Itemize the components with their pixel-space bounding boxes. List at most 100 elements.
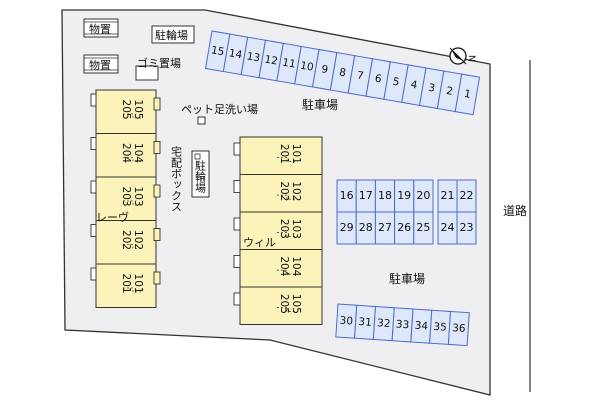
stair-marker — [90, 267, 97, 281]
parking-space-22: 22 — [456, 179, 477, 213]
building-left-name: レーヴ — [96, 210, 129, 224]
parking-space-13: 13 — [240, 36, 267, 79]
parking-space-number: 19 — [397, 189, 411, 202]
parking-space-number: 3 — [427, 82, 436, 95]
unit-number-upper: 202 — [278, 181, 290, 201]
parking-space-25: 25 — [413, 211, 434, 245]
bicycle-parking-vertical-label: 駐輪場 — [194, 159, 207, 194]
parking-space-28: 28 — [355, 211, 376, 245]
parking-space-20: 20 — [413, 179, 434, 213]
garbage-area: ゴミ置場 — [135, 56, 181, 81]
parking-space-number: 33 — [395, 318, 409, 331]
unit-number-upper: 205 — [120, 100, 132, 120]
unit-number-upper: 201 — [278, 144, 290, 164]
road-label: 道路 — [503, 203, 527, 218]
parking-space-31: 31 — [354, 304, 377, 340]
parking-space-29: 29 — [336, 211, 357, 245]
parking-space-number: 32 — [377, 317, 391, 330]
storage-shed-1: 物置 — [83, 18, 119, 38]
parking-space-18: 18 — [374, 179, 396, 213]
parking-space-24: 24 — [437, 211, 458, 245]
stair-marker — [90, 137, 97, 150]
unit-number-upper: 201 — [120, 274, 132, 294]
parking-space-number: 14 — [228, 47, 244, 61]
parking-space-number: 13 — [246, 50, 261, 64]
unit-number-lower: 104 — [290, 256, 302, 276]
unit-number-lower: 101 — [290, 144, 302, 164]
parking-space-1: 1 — [454, 73, 481, 116]
parking-space-number: 9 — [320, 63, 329, 76]
stair-marker — [90, 93, 97, 107]
parking-space-number: 35 — [433, 321, 447, 334]
parking-space-number: 12 — [264, 53, 279, 67]
parking-space-number: 34 — [414, 320, 428, 333]
parking-space-number: 36 — [452, 322, 466, 335]
parking-space-number: 6 — [374, 73, 383, 86]
unit-number-upper: 205 — [278, 294, 290, 314]
parking-space-number: 23 — [460, 221, 474, 234]
parking-space-number: 22 — [460, 189, 474, 202]
parking-space-number: 16 — [340, 189, 354, 202]
parking-space-17: 17 — [355, 179, 376, 213]
pet-wash-marker-icon — [197, 116, 206, 125]
parking-space-19: 19 — [394, 179, 415, 213]
parking-space-number: 24 — [441, 221, 455, 234]
parking-space-number: 30 — [339, 315, 353, 328]
parking-space-15: 15 — [204, 30, 231, 73]
parking-space-number: 4 — [410, 79, 419, 92]
unit-number-lower: 105 — [290, 294, 302, 314]
parking-space-number: 20 — [416, 189, 430, 202]
unit-number-lower: 102 — [290, 181, 302, 201]
unit-number-upper: 202 — [120, 230, 132, 250]
parcel-box-label: 宅配ボックス — [170, 145, 183, 212]
parking-space-27: 27 — [374, 211, 396, 245]
unit-number-upper: 203 — [278, 219, 290, 239]
parking-space-number: 31 — [358, 316, 372, 329]
parking-space-21: 21 — [437, 179, 458, 213]
parking-space-number: 10 — [299, 60, 314, 74]
parking-space-number: 5 — [392, 76, 401, 89]
unit-number-lower: 101 — [132, 274, 144, 294]
stair-marker — [90, 180, 97, 194]
parking-space-16: 16 — [336, 179, 357, 213]
parking-space-32: 32 — [372, 305, 395, 342]
unit-number-upper: 204 — [120, 143, 132, 163]
parking-space-number: 21 — [441, 189, 455, 202]
parking-space-number: 8 — [338, 66, 347, 79]
parking-space-36: 36 — [447, 310, 470, 347]
parking-space-number: 25 — [416, 221, 430, 234]
parking-space-35: 35 — [429, 309, 452, 345]
north-compass-icon: N — [449, 47, 476, 65]
parking-space-number: 1 — [463, 88, 472, 101]
parking-bottom-row: 30 31 32 33 34 35 36 — [335, 303, 470, 347]
unit-number-upper: 204 — [278, 256, 290, 276]
parking-space-number: 7 — [356, 69, 365, 82]
parking-space-number: 28 — [359, 221, 373, 234]
building-right-name: ウィル — [243, 236, 276, 249]
bicycle-parking-top-label: 駐輪場 — [155, 28, 188, 42]
parking-space-12: 12 — [258, 39, 284, 82]
unit-number-upper: 203 — [120, 187, 132, 207]
storage-label-1: 物置 — [89, 22, 111, 36]
parking-space-number: 29 — [340, 221, 354, 234]
parking-space-11: 11 — [276, 42, 302, 85]
storage-label-2: 物置 — [89, 58, 111, 72]
parking-top-label: 駐車場 — [302, 97, 338, 112]
parking-space-number: 27 — [378, 221, 392, 234]
parking-space-14: 14 — [222, 33, 249, 76]
parking-space-23: 23 — [456, 211, 477, 245]
